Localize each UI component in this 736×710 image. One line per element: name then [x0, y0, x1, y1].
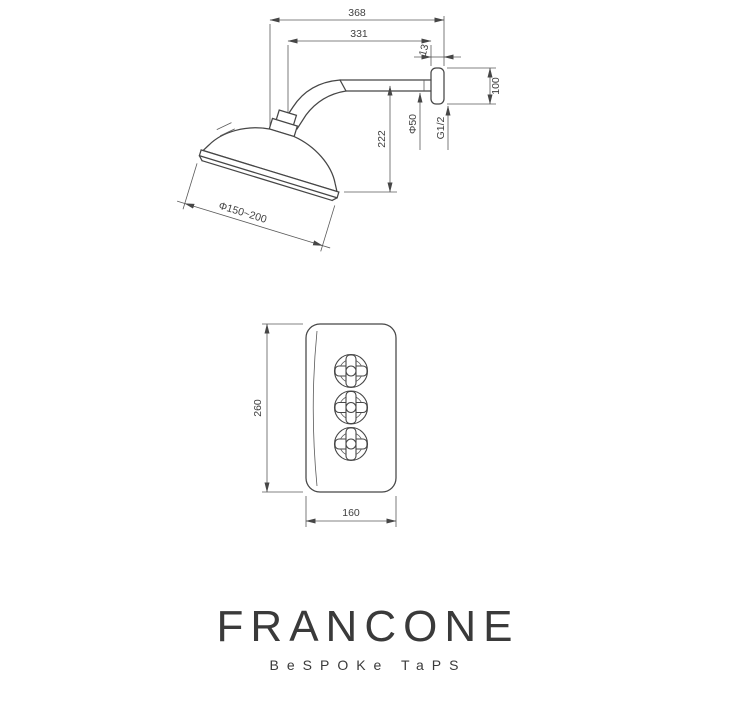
valve-knob-middle: [333, 390, 369, 425]
shower-head: Φ150~200: [177, 109, 340, 252]
leader-pipe-diameter: Φ50: [407, 92, 423, 150]
technical-drawing-canvas: 368 331 13 100: [177, 7, 502, 527]
dim-drop-height: 222: [344, 85, 397, 193]
dim-plate-height: 260: [252, 323, 303, 493]
dim-g12-label: G1/2: [435, 116, 447, 139]
brand-name: FRANCONE: [216, 602, 520, 651]
wall-flange: [430, 67, 445, 105]
dim-13-label: 13: [417, 43, 432, 58]
head-rim: [198, 149, 340, 199]
valve-plate-edge-line: [312, 330, 318, 487]
dim-d50-label: Φ50: [407, 114, 419, 134]
dim-368-label: 368: [348, 7, 366, 19]
shower-head-drawing: 368 331 13 100: [177, 7, 502, 252]
dim-260-label: 260: [252, 399, 264, 417]
leader-thread: G1/2: [435, 105, 451, 150]
dim-flange-height: 100: [447, 67, 502, 105]
dim-100-label: 100: [490, 77, 502, 95]
brand-logo: FRANCONE BeSPOKe TaPS: [0, 602, 736, 673]
dim-plate-width: 160: [305, 496, 397, 527]
dim-222-label: 222: [376, 130, 388, 148]
dim-flange-thickness: 13: [414, 43, 461, 60]
valve-knob-top: [333, 353, 369, 389]
valve-plate-drawing: 260: [252, 323, 397, 527]
valve-knob-bottom: [333, 426, 369, 462]
dim-160-label: 160: [342, 507, 360, 519]
dim-331-label: 331: [350, 28, 368, 40]
dim-d150-200-label: Φ150~200: [217, 200, 268, 226]
shower-pipe: [339, 79, 432, 92]
brand-tagline: BeSPOKe TaPS: [269, 657, 467, 673]
dim-total-width: 368: [269, 7, 445, 143]
